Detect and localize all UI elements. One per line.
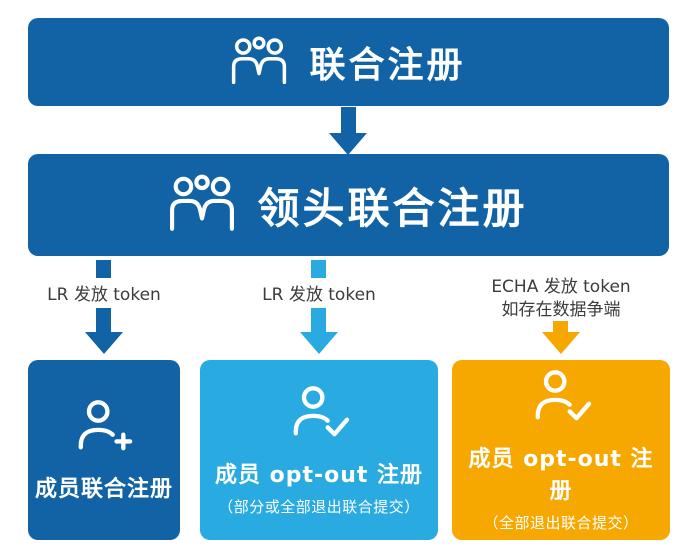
- optout-partial-title: 成员 opt-out 注册: [214, 463, 424, 488]
- flow-right-arrowhead: [542, 332, 580, 354]
- flow-middle-shaft: [311, 308, 326, 333]
- optout-partial-subtitle: （部分或全部退出联合提交）: [218, 498, 420, 516]
- member-optout-partial-box: 成员 opt-out 注册 （部分或全部退出联合提交）: [200, 360, 438, 540]
- optout-full-subtitle: （全部退出联合提交）: [483, 514, 639, 532]
- optout-full-title: 成员 opt-out 注册: [468, 447, 654, 504]
- member-box-title: 成员联合注册: [34, 477, 173, 502]
- flow-middle-label: LR 发放 token: [262, 285, 376, 305]
- arrow-top-to-lead-head: [329, 133, 367, 155]
- lead-joint-registration-banner: 领头联合注册: [28, 154, 669, 256]
- flow-left-arrowhead: [85, 332, 123, 354]
- person-check-icon: [288, 383, 350, 445]
- flow-middle-arrowhead: [300, 332, 338, 354]
- flow-left-stub: [96, 260, 111, 278]
- joint-registration-banner: 联合注册: [28, 18, 669, 106]
- flow-left-label: LR 发放 token: [47, 285, 161, 305]
- member-joint-registration-box: 成员联合注册: [28, 360, 180, 540]
- lead-joint-registration-title: 领头联合注册: [257, 183, 528, 233]
- person-add-icon: [73, 397, 135, 459]
- flow-left-shaft: [96, 308, 111, 333]
- joint-registration-title: 联合注册: [309, 45, 466, 86]
- arrow-top-to-lead-shaft: [341, 107, 356, 134]
- flow-middle-stub: [311, 260, 326, 278]
- group-people-icon: [231, 35, 287, 89]
- flow-right-label-line2: 如存在数据争端: [501, 300, 621, 320]
- person-check-icon: [530, 367, 592, 429]
- group-people-icon: [169, 174, 235, 236]
- flow-right-label-line1: ECHA 发放 token: [491, 277, 631, 297]
- member-optout-full-box: 成员 opt-out 注册 （全部退出联合提交）: [452, 360, 670, 540]
- flow-right-shaft: [553, 321, 568, 333]
